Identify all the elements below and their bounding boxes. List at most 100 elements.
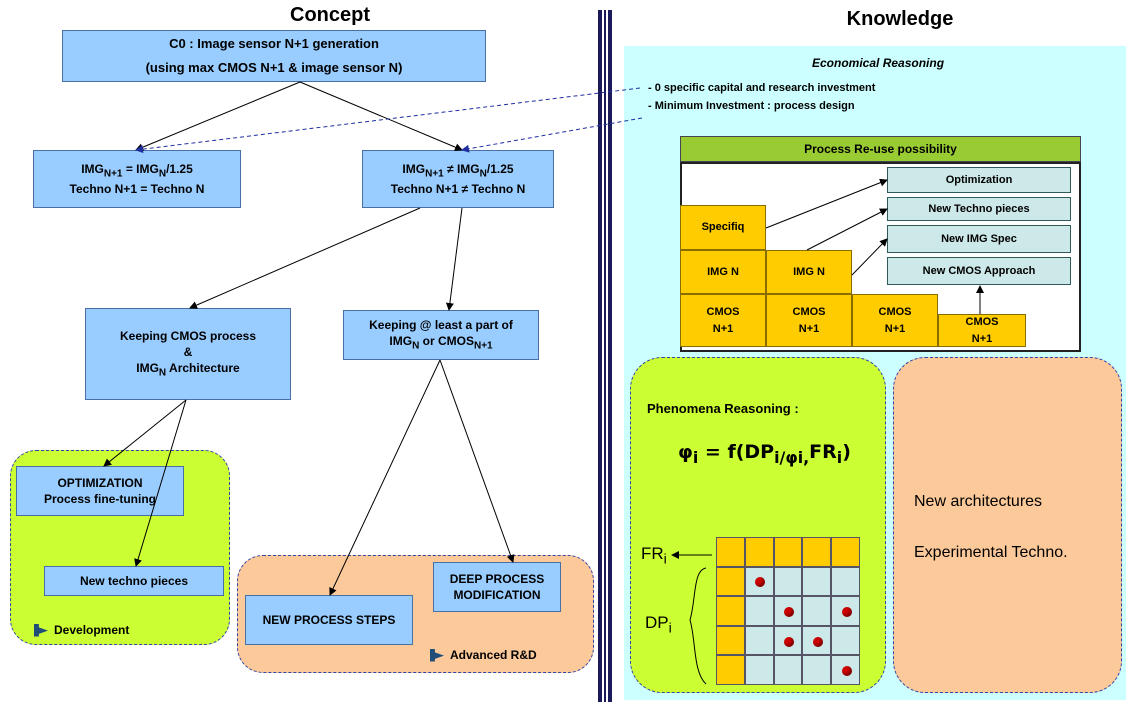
cmos-label: CMOS [706, 306, 740, 318]
matrix-dot [812, 636, 823, 647]
dp-label: DPi [645, 613, 672, 637]
img-n-block-1: IMG N [680, 250, 766, 294]
dp-brace [689, 567, 707, 685]
arrow-imgn-newimg [851, 238, 888, 276]
new-arch-zone [893, 357, 1122, 693]
deep-process-line2: MODIFICATION [453, 588, 541, 602]
same-techno-line1: IMGN+1 = IMGN/1.25 [81, 161, 193, 180]
vertical-divider [598, 10, 602, 702]
matrix-dot [783, 636, 794, 647]
cmos-block-2: CMOS N+1 [766, 294, 852, 347]
matrix-dot [841, 606, 852, 617]
arrow-right-keeppart [445, 207, 463, 311]
deep-process-box: DEEP PROCESS MODIFICATION [433, 562, 561, 612]
reuse-title: Process Re-use possibility [804, 142, 957, 156]
fr-label: FRi [641, 544, 667, 568]
diff-techno-line1: IMGN+1 ≠ IMGN/1.25 [402, 161, 514, 180]
specifiq-label: Specifiq [701, 221, 745, 234]
c0-line2: (using max CMOS N+1 & image sensor N) [145, 60, 403, 75]
arrow-keepcmos-optim [103, 399, 187, 467]
matrix-cell [802, 566, 832, 597]
optimization-box: OPTIMIZATION Process fine-tuning [16, 466, 184, 516]
n1-label: N+1 [798, 322, 820, 335]
specifiq-block: Specifiq [680, 205, 766, 250]
c0-line1: C0 : Image sensor N+1 generation [169, 36, 379, 52]
matrix-cell [802, 655, 832, 685]
exp-techno-label: Experimental Techno. [914, 544, 1068, 561]
advanced-rd-label: Advanced R&D [450, 648, 537, 662]
matrix-header-cell [716, 596, 745, 626]
development-label: Development [54, 623, 130, 637]
matrix-header-cell [716, 537, 745, 567]
c0-box: C0 : Image sensor N+1 generation (using … [62, 30, 486, 82]
arrow-right-keepcmos [189, 207, 421, 309]
vertical-divider-2 [604, 10, 606, 702]
keep-part-box: Keeping @ least a part of IMGN or CMOSN+… [343, 310, 539, 360]
keep-cmos-line2: & [183, 345, 193, 360]
phenomena-title: Phenomena Reasoning : [647, 401, 799, 416]
matrix-cell [831, 596, 860, 626]
matrix-header-cell [831, 537, 860, 567]
dashed-arrow-econ-right [461, 117, 643, 153]
matrix-header-cell [716, 655, 745, 685]
matrix-dot [841, 666, 852, 677]
advanced-rd-tag: Advanced R&D [430, 648, 537, 662]
econ-bullet-2: - Minimum Investment : process design [648, 100, 855, 112]
new-arch-label: New architectures [914, 493, 1043, 510]
dsm-matrix [716, 537, 860, 685]
matrix-cell [802, 596, 832, 626]
arrow-imgn-newtechno [806, 208, 888, 251]
n1-label: N+1 [971, 332, 993, 345]
arrow-keepcmos-newtechno [134, 399, 187, 567]
deep-process-line1: DEEP PROCESS [449, 571, 545, 586]
matrix-header-cell [744, 537, 774, 567]
econ-bullet-1: - 0 specific capital and research invest… [648, 82, 876, 94]
matrix-cell [773, 596, 803, 626]
same-techno-box: IMGN+1 = IMGN/1.25 Techno N+1 = Techno N [33, 150, 241, 208]
dashed-arrow-econ-left [135, 87, 641, 154]
new-process-box: NEW PROCESS STEPS [245, 595, 413, 645]
new-process-label: NEW PROCESS STEPS [262, 612, 396, 627]
econ-title: Economical Reasoning [812, 56, 945, 70]
matrix-header-cell [802, 537, 832, 567]
matrix-dot [755, 577, 766, 588]
formula: φi = f(DPi/φi,FRi) [678, 441, 851, 467]
new-techno-target-label: New Techno pieces [928, 203, 1030, 215]
new-cmos-target-label: New CMOS Approach [922, 265, 1036, 277]
concept-header: Concept [290, 4, 370, 26]
optimization-line2: Process fine-tuning [43, 492, 156, 506]
new-img-target: New IMG Spec [887, 225, 1071, 253]
optimization-target-label: Optimization [945, 174, 1013, 186]
matrix-header-cell [716, 566, 745, 597]
cmos-block-4: CMOS N+1 [938, 314, 1026, 347]
new-cmos-target: New CMOS Approach [887, 257, 1071, 285]
knowledge-header: Knowledge [846, 8, 954, 30]
matrix-cell [831, 625, 860, 656]
optimization-line1: OPTIMIZATION [57, 475, 143, 490]
keep-cmos-line1: Keeping CMOS process [119, 328, 257, 343]
matrix-header-cell [773, 537, 803, 567]
new-techno-target: New Techno pieces [887, 197, 1071, 221]
arrow-specifiq-optim [765, 178, 888, 229]
keep-cmos-line3: IMGN Architecture [136, 361, 240, 379]
diff-techno-box: IMGN+1 ≠ IMGN/1.25 Techno N+1 ≠ Techno N [362, 150, 554, 208]
n1-label: N+1 [712, 322, 734, 335]
matrix-cell [802, 625, 832, 656]
matrix-cell [744, 655, 774, 685]
img-n-label: IMG N [707, 265, 739, 278]
arrow-keeppart-deep [439, 359, 515, 563]
n1-label: N+1 [884, 322, 906, 335]
matrix-cell [744, 625, 774, 656]
cmos-label: CMOS [965, 316, 999, 328]
keep-part-line1: Keeping @ least a part of [369, 317, 513, 332]
same-techno-line2: Techno N+1 = Techno N [69, 181, 205, 196]
matrix-header-cell [716, 625, 745, 656]
arrow-keeppart-newprocess [329, 359, 441, 596]
cmos-label: CMOS [792, 306, 826, 318]
matrix-cell [744, 596, 774, 626]
matrix-cell [773, 655, 803, 685]
optimization-target: Optimization [887, 167, 1071, 193]
matrix-cell [773, 566, 803, 597]
